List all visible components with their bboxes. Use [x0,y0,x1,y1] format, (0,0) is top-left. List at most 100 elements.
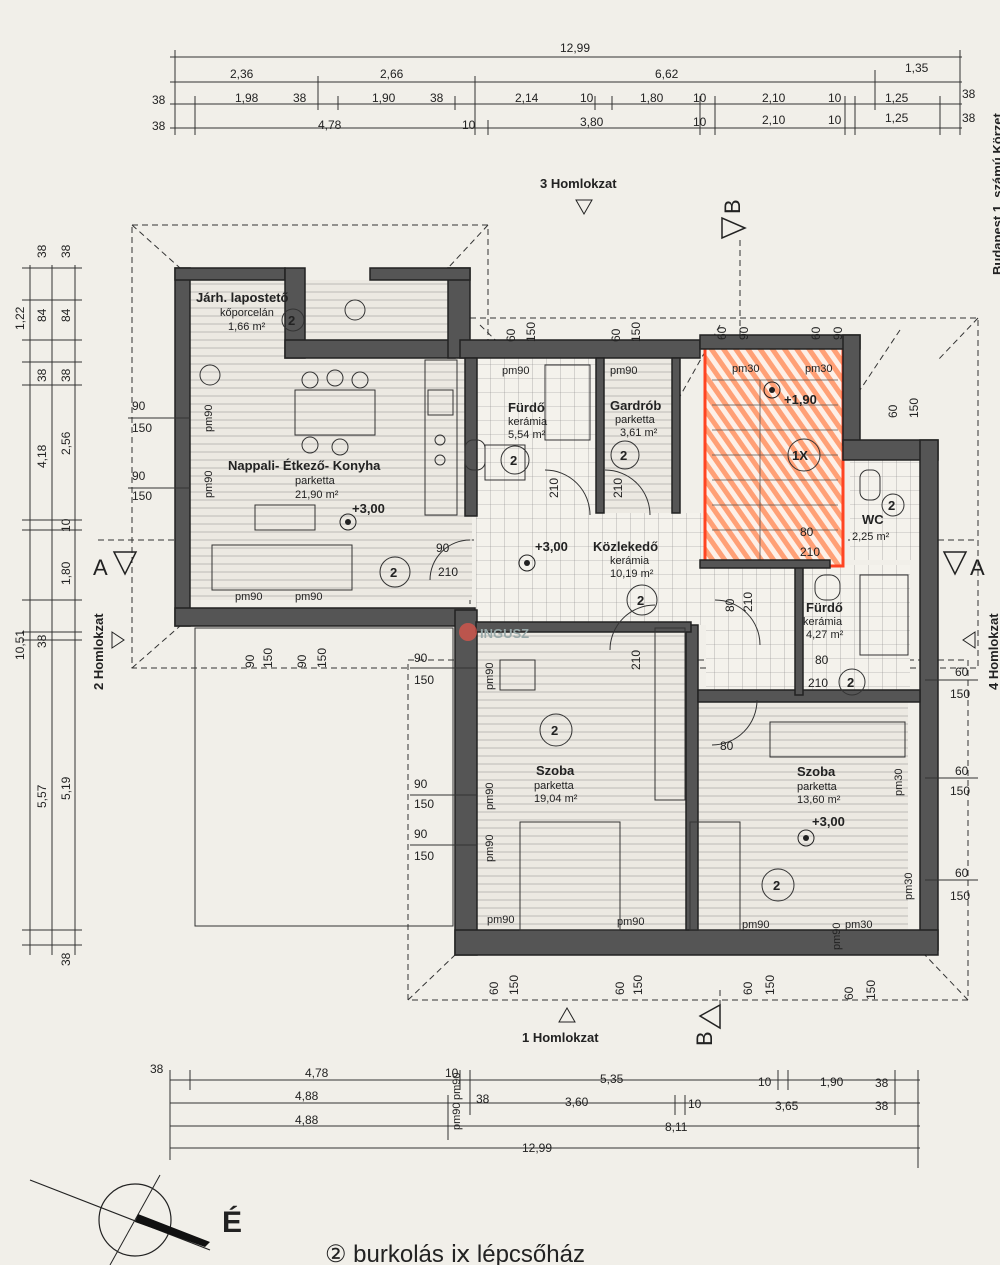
svg-text:2: 2 [510,453,517,468]
dim-bot-r1-7: 38 [875,1076,889,1090]
svg-text:150: 150 [629,322,643,342]
dim-top-r3-1: 38 [152,93,166,107]
svg-text:150: 150 [315,648,329,668]
dim-top-r3-2: 1,98 [235,91,259,105]
svg-text:pm30: pm30 [903,872,915,900]
dim-top-r4-6: 2,10 [762,113,786,127]
dim-left-total: 10,51 [13,630,27,660]
north-arrow: É [29,1174,242,1265]
bottom-legend: ② burkolás ⅸ lépcsőház [325,1241,585,1265]
svg-text:2: 2 [773,878,780,893]
svg-text:150: 150 [950,889,970,903]
level-stair: +1,90 [763,381,817,407]
dim-left-6: 5,57 [35,784,49,808]
dim-top-r4-9: 38 [962,111,976,125]
room-living-floor: parketta [295,475,336,487]
svg-text:60: 60 [613,981,627,995]
dim-top-r3-11: 10 [828,91,842,105]
svg-text:150: 150 [950,687,970,701]
svg-text:pm90: pm90 [502,365,530,377]
svg-text:90: 90 [243,654,257,668]
dim-left-m2: 38 [59,368,73,382]
svg-text:pm90: pm90 [742,919,770,931]
dim-top-r4-1: 38 [152,119,166,133]
dim-top-r3-3: 38 [293,91,307,105]
svg-text:210: 210 [800,545,820,559]
svg-text:150: 150 [507,975,521,995]
tag-room1: 2 [539,713,573,747]
stamp-text: INGUSZ [480,626,529,641]
svg-text:80: 80 [723,598,737,612]
room-terrace-floor: kőporcelán [220,307,274,319]
svg-text:150: 150 [763,975,777,995]
dim-left-4: 4,18 [35,444,49,468]
dim-top-r4-2: 4,78 [318,118,342,132]
room-living-area: 21,90 m² [295,489,339,501]
svg-text:150: 150 [414,797,434,811]
dim-bot-r1-1: 38 [150,1062,164,1076]
svg-text:60: 60 [842,986,856,1000]
svg-text:pm90: pm90 [617,916,645,928]
dim-left-m5: 38 [35,634,49,648]
facade-right-label: 4 Homlokzat [986,613,1000,690]
door-annotations: 90 210 210 210 80 210 210 80 210 80 210 … [429,469,829,753]
room-room1-floor: parketta [534,780,575,792]
dim-top-r2-3: 6,62 [655,67,679,81]
dim-bot-r2-6: 38 [875,1099,889,1113]
dim-top-r3-4: 1,90 [372,91,396,105]
svg-text:60: 60 [487,981,501,995]
dim-top-r4-5: 10 [693,115,707,129]
room-bath2-floor: kerámia [803,616,843,628]
dim-bot-r2-3: 3,60 [565,1095,589,1109]
svg-text:2: 2 [888,498,895,513]
svg-text:210: 210 [611,478,625,498]
section-a-left: A [93,555,108,580]
svg-text:pm90: pm90 [484,662,496,690]
svg-text:150: 150 [907,398,921,418]
svg-text:210: 210 [741,592,755,612]
svg-text:150: 150 [864,980,878,1000]
svg-text:150: 150 [414,849,434,863]
bottom-dimensions: 38 4,78 10 5,35 10 1,90 38 4,88 38 3,60 … [150,1062,920,1168]
dim-bot-r2-1: 4,88 [295,1089,319,1103]
tag-room2: 2 [761,868,795,902]
svg-text:60: 60 [955,665,969,679]
dim-left-3: 38 [35,368,49,382]
walls [174,267,939,956]
dim-top-r2-4: 1,35 [905,61,929,75]
svg-text:pm90: pm90 [295,591,323,603]
stairwell [703,346,845,568]
svg-text:pm90: pm90 [203,404,215,432]
garden-area [194,627,454,927]
facade-left-label: 2 Homlokzat [91,613,106,690]
svg-text:pm30: pm30 [893,768,905,796]
svg-text:60: 60 [809,326,823,340]
dim-left-m6: 5,19 [59,776,73,800]
svg-text:2: 2 [847,675,854,690]
svg-text:2: 2 [551,723,558,738]
dim-top-r3-6: 2,14 [515,91,539,105]
svg-text:60: 60 [886,404,900,418]
dim-top-r2-2: 2,66 [380,67,404,81]
dim-bot-r3-1: 4,88 [295,1113,319,1127]
svg-text:90: 90 [831,326,845,340]
room-bath1-area: 5,54 m² [508,429,546,441]
dim-left-2: 1,22 [13,306,27,330]
window-annotations: 90 150 90 150 90 150 90 150 90 150 90 15… [128,322,978,1000]
svg-text:pm90: pm90 [484,782,496,810]
dim-top-r3-8: 1,80 [640,91,664,105]
svg-text:80: 80 [720,739,734,753]
tag-wc: 2 [881,493,905,517]
section-b-top: B [720,199,745,214]
dim-bot-r2-2: 38 [476,1092,490,1106]
svg-text:2: 2 [288,313,295,328]
facade-front-label: 1 Homlokzat [522,1030,599,1045]
svg-text:90: 90 [737,326,751,340]
dim-bot-r2-5: 3,65 [775,1099,799,1113]
dim-left-i1: 38 [59,244,73,258]
tag-stair: 1X [787,438,821,472]
room-room1-name: Szoba [536,763,575,778]
room-room2-name: Szoba [797,764,836,779]
dim-top-r4-3: 10 [462,118,476,132]
